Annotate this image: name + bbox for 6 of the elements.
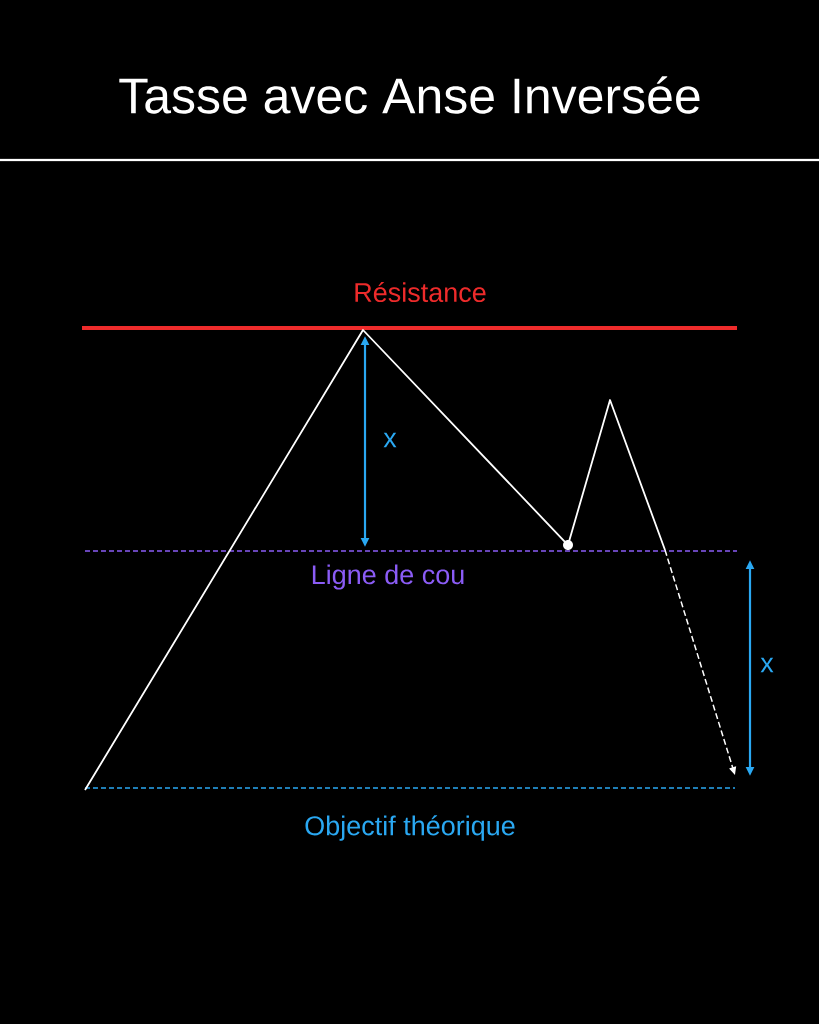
line-label: Résistance bbox=[355, 281, 486, 303]
measure-label: x bbox=[760, 657, 774, 673]
measure-label: x bbox=[383, 432, 397, 448]
title: Tasse avec Anse Inversée bbox=[119, 76, 700, 114]
line-label: Ligne de cou bbox=[312, 564, 464, 590]
line-label: Objectif théorique bbox=[305, 815, 515, 841]
